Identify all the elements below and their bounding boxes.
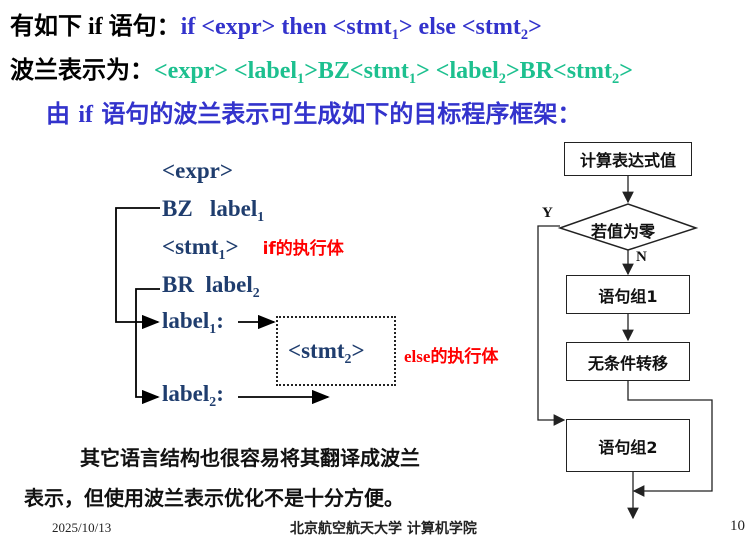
code-label1: label1: — [162, 308, 224, 336]
footer-date: 2025/10/13 — [52, 520, 112, 535]
flow-yes-label: Y — [542, 205, 553, 221]
line2-code: <expr> <label1>BZ<stmt1> <label2>BR<stmt… — [154, 58, 633, 88]
line1-prefix: 有如下 — [10, 12, 82, 40]
bottom-text-line1: 其它语言结构也很容易将其翻译成波兰 — [80, 446, 420, 470]
flow-group1-box: 语句组1 — [566, 275, 690, 314]
flow-group2-box: 语句组2 — [566, 419, 690, 472]
footer-institution: 北京航空航天大学 计算机学院 — [290, 521, 477, 537]
footer-page-number: 10 — [730, 518, 745, 534]
line1-suffix: 语句： — [108, 12, 181, 40]
line2-prefix: 波兰表示为： — [10, 56, 154, 84]
else-body-dotted-box — [276, 316, 396, 386]
header-line-polish-notation: 波兰表示为：<expr> <label1>BZ<stmt1> <label2>B… — [10, 50, 633, 88]
else-body-note: elseelse的执行体的执行体 — [404, 347, 499, 367]
flow-no-label: N — [636, 249, 647, 265]
code-frame-arrows — [115, 207, 330, 405]
header-line-if-statement: 有如下 if 语句：if <expr> then <stmt1> else <s… — [10, 6, 542, 44]
code-bz: BZ label1 — [162, 196, 265, 224]
flowchart-connectors — [537, 176, 713, 520]
flow-decision-label: 若值为零 — [591, 222, 656, 241]
code-label2: label2: — [162, 381, 224, 409]
code-br: BR label2 — [162, 272, 260, 300]
line1-if-word: if — [82, 14, 109, 40]
if-body-note: if的执行体 — [262, 239, 344, 259]
line1-code: if <expr> then <stmt1> else <stmt2> — [180, 14, 542, 44]
code-expr: <expr> — [162, 158, 233, 183]
code-stmt1: <stmt1>if的执行体 — [162, 234, 344, 262]
flow-compute-box: 计算表达式值 — [564, 142, 692, 176]
decision-diamond — [557, 203, 699, 251]
code-stmt2: <stmt2> — [288, 338, 365, 366]
header-line-target-frame: 由 if 语句的波兰表示可生成如下的目标程序框架： — [46, 100, 582, 128]
bottom-text-line2: 表示，但使用波兰表示优化不是十分方便。 — [24, 486, 404, 510]
flow-jump-box: 无条件转移 — [566, 342, 690, 381]
